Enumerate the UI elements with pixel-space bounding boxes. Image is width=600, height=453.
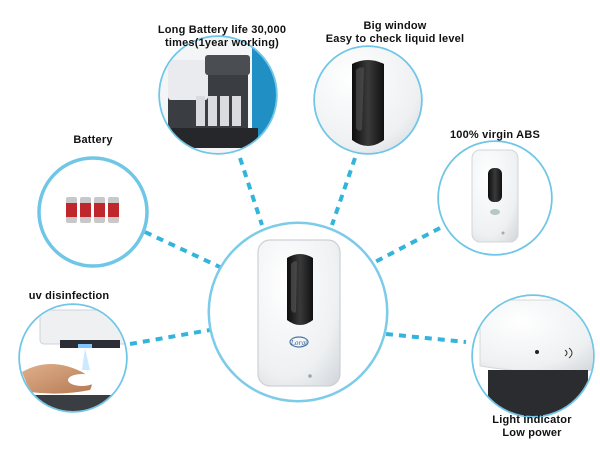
hand-under-dispenser-photo bbox=[18, 303, 128, 413]
light-indicator-label-line2: Low power bbox=[502, 427, 562, 439]
battery-label: Battery bbox=[73, 134, 113, 146]
dispenser-photo bbox=[437, 140, 553, 256]
battery-cell-4 bbox=[108, 197, 119, 223]
window-closeup-photo bbox=[313, 45, 423, 155]
indicator-light-photo bbox=[471, 294, 595, 418]
light-indicator-label: Light indicator Low power bbox=[482, 414, 582, 440]
battery-compartment-photo bbox=[158, 35, 278, 155]
connector-virgin-abs bbox=[374, 226, 441, 264]
battery-life-label-line1: Long Battery life 30,000 bbox=[157, 24, 287, 36]
battery-life-label: Long Battery life 30,000 times(1year wor… bbox=[152, 24, 292, 50]
big-window-label: Big window Easy to check liquid level bbox=[320, 20, 470, 46]
batteries-photo bbox=[37, 156, 149, 268]
light-indicator-label-line1: Light indicator bbox=[492, 414, 572, 426]
big-window-label-line2: Easy to check liquid level bbox=[325, 33, 465, 45]
connector-lines bbox=[129, 157, 467, 346]
battery-cell-1 bbox=[66, 197, 77, 223]
connector-battery bbox=[144, 230, 223, 270]
virgin-abs-label: 100% virgin ABS bbox=[449, 129, 540, 141]
connector-uv bbox=[129, 328, 211, 346]
battery-life-label-line2: times(1year working) bbox=[164, 37, 280, 49]
main-dispenser-photo: Lorgi bbox=[207, 221, 389, 403]
battery-cell-2 bbox=[80, 197, 91, 223]
connector-big-window bbox=[330, 157, 357, 226]
uv-disinfection-label: uv disinfection bbox=[28, 290, 110, 302]
svg-text:Lorgi: Lorgi bbox=[290, 340, 307, 347]
connector-light-indicator bbox=[385, 332, 467, 344]
battery-cell-3 bbox=[94, 197, 105, 223]
connector-battery-life bbox=[238, 157, 264, 226]
big-window-label-line1: Big window bbox=[363, 20, 427, 32]
